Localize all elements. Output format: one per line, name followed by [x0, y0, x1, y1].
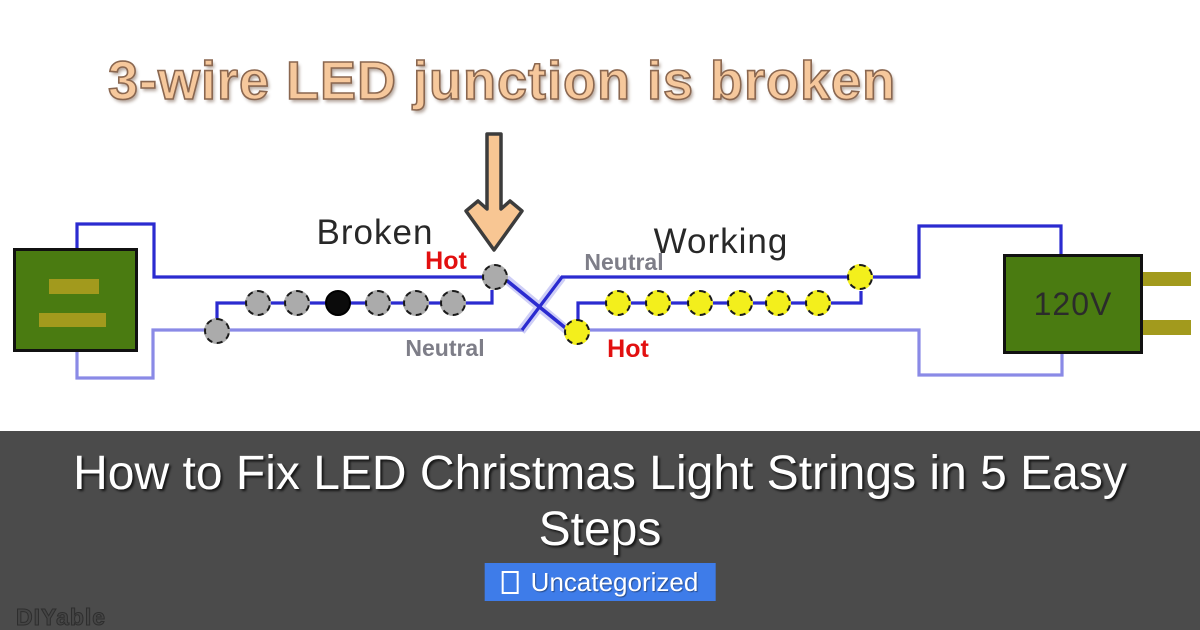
diagram-title: 3-wire LED junction is broken: [107, 50, 897, 112]
bulb-gray: [245, 290, 271, 316]
wires-svg: [75, 222, 1064, 380]
wire-hot-left: [75, 222, 486, 279]
post-title: How to Fix LED Christmas Light Strings i…: [73, 447, 1127, 557]
bulb-yellow: [765, 290, 791, 316]
bulb-yellow: [727, 290, 753, 316]
bulb-gray: [440, 290, 466, 316]
hot-label-right: Hot: [607, 335, 649, 363]
wire-cross-neutral: [520, 224, 1063, 331]
folder-icon: [501, 570, 519, 594]
bulb-yellow: [605, 290, 631, 316]
wire-strand-right: [576, 291, 863, 321]
title-overlay: How to Fix LED Christmas Light Strings i…: [0, 431, 1200, 630]
wire-strand-left: [215, 290, 494, 321]
wire-neutral-left: [75, 328, 524, 380]
socket-slot: [49, 279, 99, 294]
bulb-gray: [365, 290, 391, 316]
neutral-label-top: Neutral: [584, 249, 664, 275]
bulb-yellow: [645, 290, 671, 316]
socket-slot: [39, 313, 106, 327]
wire-cross-hot: [503, 277, 570, 332]
wiring-diagram: 120V 3-wire LED junction is broken Broke…: [13, 50, 1191, 380]
voltage-label: 120V: [1033, 285, 1113, 322]
broken-label: Broken: [316, 213, 434, 252]
bulb-gray: [284, 290, 310, 316]
bulb-yellow: [564, 319, 590, 345]
plug-prong: [1141, 272, 1191, 286]
category-label: Uncategorized: [530, 566, 699, 597]
bulb-black: [325, 290, 351, 316]
category-badge[interactable]: Uncategorized: [484, 563, 716, 601]
left-plug-socket: [13, 248, 138, 352]
bulb-yellow: [847, 264, 873, 290]
plug-prong: [1141, 320, 1191, 335]
bulb-yellow: [805, 290, 831, 316]
hot-label-left: Hot: [425, 247, 467, 275]
bulb-gray: [204, 318, 230, 344]
neutral-label-bottom: Neutral: [405, 335, 485, 361]
bulb-gray: [482, 264, 508, 290]
watermark: DIYable: [15, 604, 107, 630]
down-arrow-icon: [464, 132, 524, 252]
bulb-yellow: [687, 290, 713, 316]
working-label: Working: [653, 222, 789, 261]
bulb-gray: [403, 290, 429, 316]
wire-hot-right-bottom: [588, 328, 1064, 377]
right-plug-120v: 120V: [1003, 254, 1143, 354]
